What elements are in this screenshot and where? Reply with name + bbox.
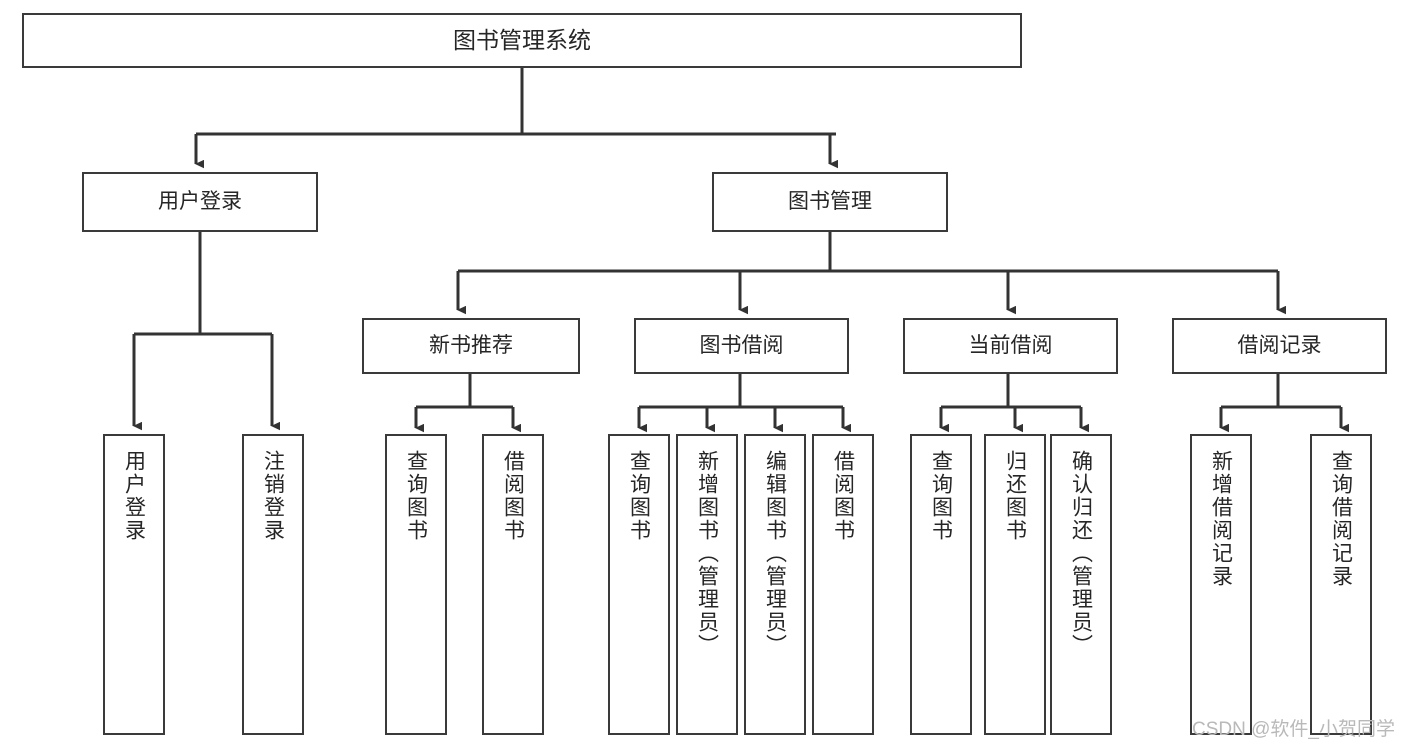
node-new-book-recommend-label: 新书推荐 (429, 333, 513, 357)
node-current-borrow[interactable]: 当前借阅 (903, 318, 1118, 374)
node-leaf-add-record[interactable]: 新增借阅记录 (1190, 434, 1252, 735)
node-leaf-query-book-1[interactable]: 查询图书 (385, 434, 447, 735)
node-user-login[interactable]: 用户登录 (82, 172, 318, 232)
node-leaf-logout[interactable]: 注销登录 (242, 434, 304, 735)
node-leaf-edit-book-label: 编辑图书（管理员） (763, 450, 787, 657)
node-leaf-return-book-label: 归还图书 (1003, 450, 1027, 542)
node-user-login-label: 用户登录 (158, 189, 242, 213)
node-leaf-borrow-book-2[interactable]: 借阅图书 (812, 434, 874, 735)
node-root[interactable]: 图书管理系统 (22, 13, 1022, 68)
node-leaf-borrow-book-1-label: 借阅图书 (501, 450, 525, 542)
node-leaf-borrow-book-2-label: 借阅图书 (831, 450, 855, 542)
node-book-management[interactable]: 图书管理 (712, 172, 948, 232)
node-leaf-edit-book[interactable]: 编辑图书（管理员） (744, 434, 806, 735)
node-leaf-query-book-3[interactable]: 查询图书 (910, 434, 972, 735)
node-leaf-query-record-label: 查询借阅记录 (1329, 450, 1353, 588)
node-leaf-add-book[interactable]: 新增图书（管理员） (676, 434, 738, 735)
node-leaf-query-book-3-label: 查询图书 (929, 450, 953, 542)
node-leaf-borrow-book-1[interactable]: 借阅图书 (482, 434, 544, 735)
node-leaf-user-login[interactable]: 用户登录 (103, 434, 165, 735)
node-leaf-query-record[interactable]: 查询借阅记录 (1310, 434, 1372, 735)
node-current-borrow-label: 当前借阅 (968, 333, 1053, 357)
node-leaf-logout-label: 注销登录 (261, 450, 285, 542)
node-leaf-query-book-1-label: 查询图书 (404, 450, 428, 542)
node-leaf-confirm-return[interactable]: 确认归还（管理员） (1050, 434, 1112, 735)
node-leaf-add-record-label: 新增借阅记录 (1209, 450, 1233, 588)
node-root-label: 图书管理系统 (453, 27, 591, 54)
node-leaf-user-login-label: 用户登录 (122, 450, 146, 542)
node-leaf-query-book-2[interactable]: 查询图书 (608, 434, 670, 735)
node-book-borrow-label: 图书借阅 (699, 333, 784, 357)
node-leaf-return-book[interactable]: 归还图书 (984, 434, 1046, 735)
node-leaf-add-book-label: 新增图书（管理员） (695, 450, 719, 657)
node-leaf-confirm-return-label: 确认归还（管理员） (1069, 450, 1093, 657)
node-borrow-record[interactable]: 借阅记录 (1172, 318, 1387, 374)
node-book-borrow[interactable]: 图书借阅 (634, 318, 849, 374)
node-new-book-recommend[interactable]: 新书推荐 (362, 318, 580, 374)
node-book-management-label: 图书管理 (788, 189, 872, 213)
node-leaf-query-book-2-label: 查询图书 (627, 450, 651, 542)
node-borrow-record-label: 借阅记录 (1237, 333, 1322, 357)
